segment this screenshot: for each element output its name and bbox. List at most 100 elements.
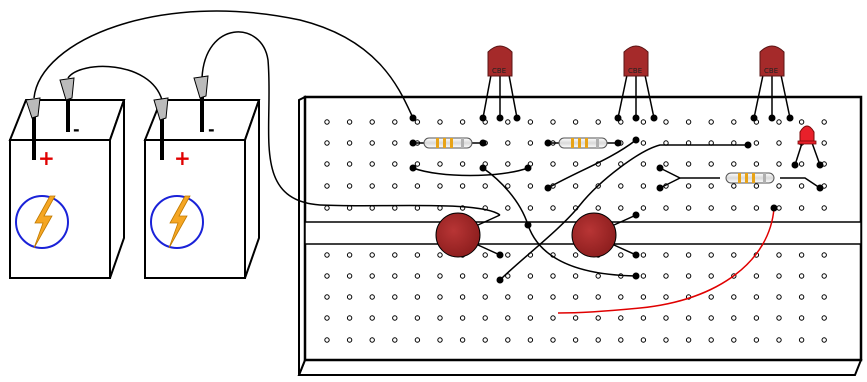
- breadboard-hole: [708, 161, 714, 167]
- breadboard-hole: [392, 183, 398, 189]
- breadboard-hole: [798, 119, 805, 125]
- breadboard-hole: [505, 119, 511, 125]
- breadboard-hole: [776, 294, 782, 300]
- breadboard-hole: [346, 119, 353, 125]
- breadboard-hole: [369, 315, 375, 321]
- breadboard-hole: [414, 161, 421, 167]
- breadboard-hole: [731, 161, 737, 167]
- breadboard-hole: [798, 205, 805, 211]
- breadboard-hole: [753, 183, 760, 189]
- breadboard-hole: [324, 337, 330, 343]
- breadboard-hole: [685, 119, 692, 125]
- breadboard-hole: [527, 315, 534, 321]
- breadboard-hole: [346, 161, 353, 167]
- breadboard-hole: [595, 315, 601, 321]
- breadboard-hole: [731, 205, 737, 211]
- breadboard-hole: [776, 119, 782, 125]
- battery-right: + -: [143, 99, 261, 279]
- breadboard-hole: [572, 315, 579, 321]
- breadboard-hole: [505, 183, 511, 189]
- breadboard-hole: [392, 252, 398, 258]
- breadboard-hole: [550, 294, 556, 300]
- breadboard-hole: [708, 294, 714, 300]
- breadboard-hole: [414, 119, 421, 125]
- breadboard-hole: [640, 140, 647, 146]
- breadboard-hole: [369, 337, 375, 343]
- breadboard-hole: [776, 337, 782, 343]
- breadboard-hole: [414, 315, 421, 321]
- breadboard-hole: [414, 183, 421, 189]
- transistor-pin-label: CBE: [628, 67, 642, 75]
- breadboard-hole: [640, 273, 647, 279]
- breadboard-hole: [346, 315, 353, 321]
- breadboard-hole: [392, 205, 398, 211]
- breadboard-hole: [798, 273, 805, 279]
- breadboard-hole: [708, 273, 714, 279]
- breadboard-hole: [618, 294, 624, 300]
- breadboard-hole: [798, 315, 805, 321]
- breadboard-hole: [527, 337, 534, 343]
- breadboard-hole: [753, 273, 760, 279]
- breadboard-hole: [663, 315, 669, 321]
- breadboard-hole: [798, 252, 805, 258]
- breadboard-hole: [550, 161, 556, 167]
- wire: [482, 167, 637, 277]
- breadboard-hole: [324, 294, 330, 300]
- breadboard-hole: [459, 273, 466, 279]
- breadboard-hole: [369, 183, 375, 189]
- breadboard-hole: [618, 183, 624, 189]
- transistor: CBE: [479, 45, 521, 122]
- breadboard-hole: [572, 161, 579, 167]
- breadboard-hole: [392, 140, 398, 146]
- breadboard-hole: [821, 252, 827, 258]
- connection-dots: [409, 114, 824, 284]
- battery-negative-label: -: [208, 120, 215, 139]
- breadboard-hole: [798, 294, 805, 300]
- breadboard-hole: [527, 140, 534, 146]
- breadboard-hole: [776, 252, 782, 258]
- breadboard-hole: [731, 315, 737, 321]
- transistor: CBE: [614, 45, 658, 122]
- breadboard-hole: [346, 337, 353, 343]
- breadboard-hole: [527, 273, 534, 279]
- breadboard-hole: [753, 294, 760, 300]
- breadboard-hole: [459, 294, 466, 300]
- breadboard-hole: [324, 161, 330, 167]
- breadboard-hole: [324, 140, 330, 146]
- breadboard-hole: [595, 294, 601, 300]
- breadboard-hole: [821, 140, 827, 146]
- breadboard-hole: [618, 205, 624, 211]
- breadboard-hole: [346, 183, 353, 189]
- transistor-pin-label: CBE: [492, 67, 506, 75]
- breadboard-hole: [527, 183, 534, 189]
- breadboard-hole: [437, 183, 443, 189]
- breadboard-hole: [346, 205, 353, 211]
- breadboard-hole: [640, 119, 647, 125]
- breadboard-hole: [346, 273, 353, 279]
- breadboard-hole: [550, 205, 556, 211]
- breadboard-hole: [821, 315, 827, 321]
- breadboard-hole: [324, 315, 330, 321]
- breadboard-hole: [731, 183, 737, 189]
- breadboard-hole: [731, 337, 737, 343]
- breadboard-hole: [640, 183, 647, 189]
- breadboard-hole: [369, 205, 375, 211]
- breadboard-hole: [392, 161, 398, 167]
- breadboard-hole: [414, 205, 421, 211]
- breadboard-hole: [346, 252, 353, 258]
- wire: [67, 65, 163, 101]
- breadboard-bottom-face: [297, 359, 863, 376]
- breadboard-hole: [437, 315, 443, 321]
- breadboard-hole: [482, 337, 488, 343]
- breadboard-hole: [527, 294, 534, 300]
- breadboard-hole: [459, 315, 466, 321]
- breadboard-hole: [482, 273, 488, 279]
- wire: [547, 139, 637, 189]
- breadboard-hole: [685, 205, 692, 211]
- breadboard-hole: [640, 205, 647, 211]
- breadboard-hole: [324, 119, 330, 125]
- breadboard-hole: [595, 337, 601, 343]
- breadboard-hole: [708, 205, 714, 211]
- breadboard-hole: [369, 161, 375, 167]
- battery-positive-label: +: [174, 146, 191, 170]
